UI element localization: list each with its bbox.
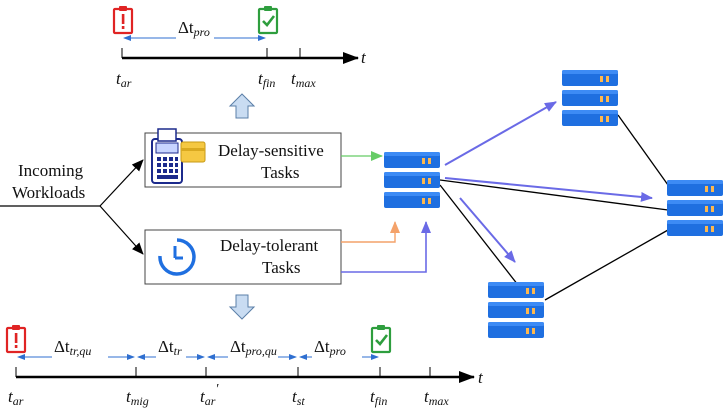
delay-tolerant-box: Delay-tolerant Tasks bbox=[144, 229, 342, 285]
workloads-label: Workloads bbox=[12, 183, 85, 202]
branch-to-sensitive bbox=[99, 159, 144, 207]
top-timeline: t Δtpro tar tfin tmax bbox=[112, 5, 367, 90]
top-label-t-max: tmax bbox=[291, 69, 316, 90]
migrate-arrow-to-s2 bbox=[444, 101, 557, 166]
delay-sensitive-line2: Tasks bbox=[261, 163, 299, 182]
delay-sensitive-box: Delay-sensitive Tasks bbox=[144, 128, 342, 188]
delta-trqu-label: Δttr,qu bbox=[54, 337, 91, 358]
link-s4-s3 bbox=[544, 229, 669, 301]
delta-pro-label: Δtpro bbox=[314, 337, 346, 358]
check-clipboard-icon bbox=[257, 5, 279, 35]
delta-proqu-label: Δtpro,qu bbox=[230, 337, 277, 358]
bottom-label-t-fin: tfin bbox=[370, 387, 387, 408]
bottom-axis-label: t bbox=[478, 368, 484, 387]
tolerant-to-server-orange-arrow bbox=[341, 221, 400, 243]
branch-to-tolerant bbox=[99, 205, 144, 255]
bottom-label-t-max: tmax bbox=[424, 387, 449, 408]
bottom-label-t-st: tst bbox=[292, 387, 305, 408]
down-block-arrow bbox=[228, 294, 256, 320]
server-rack-icon bbox=[667, 180, 723, 236]
link-s2-s3 bbox=[617, 114, 669, 186]
alert-clipboard-icon bbox=[5, 324, 27, 354]
top-label-t-ar: tar bbox=[116, 69, 132, 90]
migrate-arrow-to-s3 bbox=[444, 177, 653, 202]
top-delta-pro-label: Δtpro bbox=[178, 18, 210, 39]
top-label-t-fin: tfin bbox=[258, 69, 275, 90]
server-rack-icon bbox=[562, 70, 618, 126]
server-rack-icon bbox=[488, 282, 544, 338]
delta-tr-label: Δttr bbox=[158, 337, 182, 358]
bottom-label-t-ar: tar bbox=[8, 387, 24, 408]
migrate-arrow-to-s4 bbox=[459, 197, 516, 263]
pos-terminal-icon bbox=[151, 128, 206, 184]
bottom-label-t-ar-prime: tar′ bbox=[200, 382, 219, 408]
delay-tolerant-line2: Tasks bbox=[262, 258, 300, 277]
top-axis-label: t bbox=[361, 48, 367, 67]
tolerant-to-server-blue-arrow bbox=[341, 221, 431, 273]
bottom-timeline: t Δttr,qu Δttr Δtpro,qu Δtpro tar tmig t… bbox=[5, 324, 484, 408]
incoming-workloads: Incoming Workloads bbox=[0, 159, 144, 255]
up-block-arrow bbox=[228, 93, 256, 119]
link-s1-s4 bbox=[439, 184, 519, 286]
clock-icon bbox=[158, 238, 196, 276]
check-clipboard-icon bbox=[370, 324, 392, 354]
alert-clipboard-icon bbox=[112, 5, 134, 35]
delay-sensitive-line1: Delay-sensitive bbox=[218, 141, 324, 160]
server-network bbox=[384, 70, 723, 338]
server-rack-icon bbox=[384, 152, 440, 208]
link-s1-s3 bbox=[439, 179, 669, 211]
incoming-label: Incoming bbox=[18, 161, 84, 180]
bottom-label-t-mig: tmig bbox=[126, 387, 149, 408]
delay-tolerant-line1: Delay-tolerant bbox=[220, 236, 318, 255]
